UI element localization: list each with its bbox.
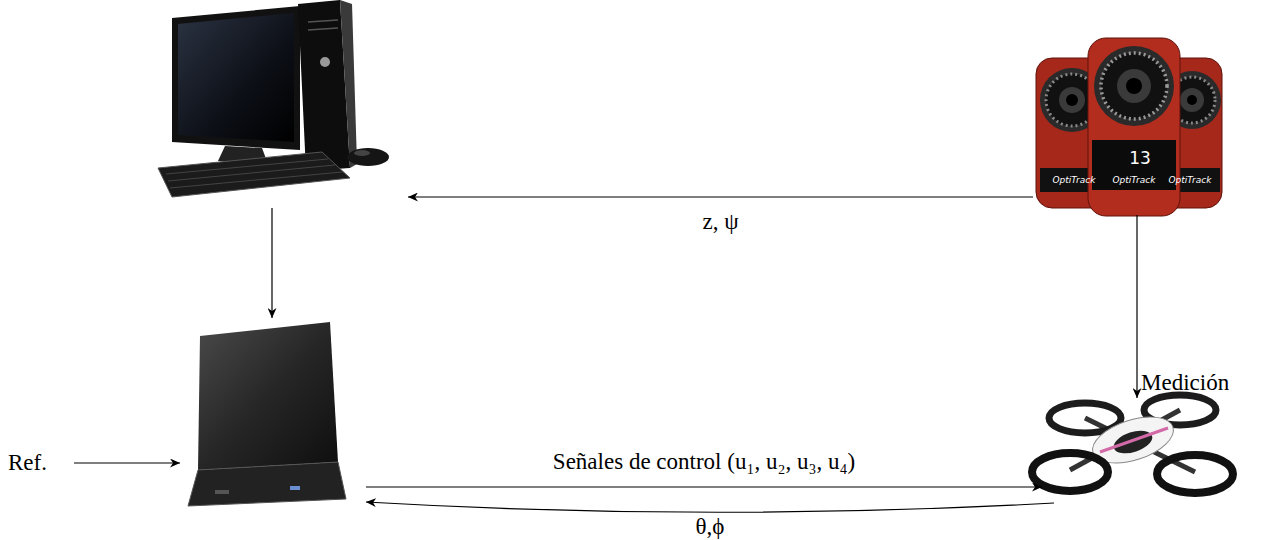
data-link [271, 208, 272, 318]
laptop-base [188, 462, 346, 506]
laptop-node [180, 318, 366, 508]
brand-text: OptiTrack [1112, 176, 1155, 185]
brand-text: OptiTrack [1168, 176, 1211, 185]
camera-lens-core [1117, 69, 1151, 103]
drone-stripe [1100, 428, 1168, 452]
camera-lens-pupil [1066, 94, 1078, 106]
laptop [188, 322, 346, 506]
laptop-port [290, 486, 300, 490]
camera-lens-pupil [1187, 95, 1197, 105]
optitrack-cameras [1036, 38, 1222, 216]
laptop-port [215, 490, 229, 494]
desktop-computer [158, 0, 389, 197]
camera-node: OptiTrack 13OptiTrack OptiTrack [1033, 38, 1225, 215]
signal-label: θ,ϕ [696, 514, 725, 539]
camera-lens-core [1180, 88, 1204, 112]
quadcopter [1032, 395, 1233, 493]
reference-label: Ref. [8, 450, 47, 475]
brand-text: OptiTrack [1052, 176, 1095, 185]
camera-band [1092, 140, 1176, 190]
control-signal [366, 486, 1042, 487]
rotor-guard [1157, 455, 1233, 493]
camera-led-ring [1101, 53, 1167, 119]
monitor-bezel [172, 6, 300, 150]
drive-slot [308, 20, 338, 22]
monitor-screen [178, 13, 294, 142]
display-number: 13 [1129, 150, 1151, 167]
measurement-link [1136, 215, 1137, 398]
power-button [320, 57, 330, 67]
camera-body [1088, 38, 1180, 216]
keyboard [158, 152, 350, 197]
camera-lens-core [1059, 87, 1085, 113]
mouse-highlight [354, 150, 370, 156]
drive-slot [308, 28, 338, 30]
signal-label: z, ψ [702, 209, 738, 234]
key-row [166, 159, 328, 174]
tower-side [340, 0, 357, 168]
mouse [347, 148, 389, 166]
camera-lens [1094, 46, 1174, 126]
signal-label: Señales de control (u₁, u₂, u₃, u₄) [553, 449, 855, 474]
laptop-lid [198, 322, 338, 470]
desktop-computer-node [150, 0, 408, 208]
drone-core [1111, 426, 1155, 457]
rotor-guard [1032, 453, 1108, 491]
attitude-signal [366, 502, 1054, 512]
reference-arrow [74, 462, 180, 463]
key-row [168, 165, 335, 181]
key-row [170, 172, 342, 188]
camera-lens-pupil [1126, 78, 1142, 94]
drone-node [1042, 398, 1232, 508]
signal-label: Medición [1141, 370, 1229, 395]
measurement-signal [408, 196, 1033, 197]
